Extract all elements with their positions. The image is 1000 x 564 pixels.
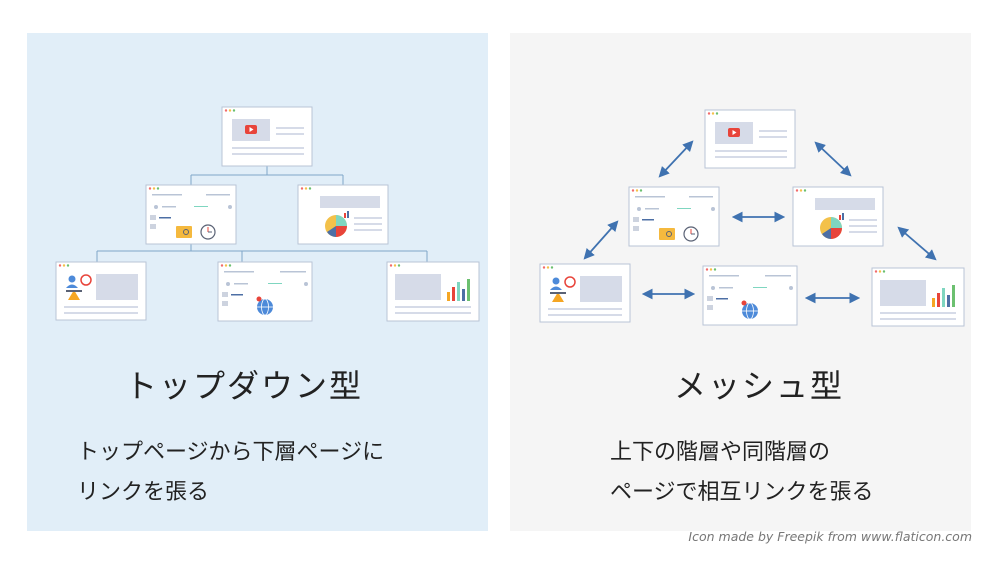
top-down-title: トップダウン型 [125, 367, 364, 405]
top-down-diagram [55, 106, 480, 322]
bottom-page-card-2 [217, 261, 313, 322]
lower-page-card-1 [145, 184, 237, 245]
mesh-bottom-left-card [539, 263, 631, 323]
globe-icon [741, 300, 758, 320]
mesh-middle-left-card [628, 186, 720, 247]
pie-chart-icon [820, 217, 842, 239]
top-down-description-line-1: トップページから下層ページに [77, 440, 385, 465]
mesh-panel: メッシュ型 上下の階層や同階層の ページで相互リンクを張る [510, 33, 971, 531]
mesh-top-card [704, 109, 796, 169]
person-icon [550, 276, 576, 302]
lower-page-card-2 [297, 184, 389, 245]
bottom-page-card-3 [386, 261, 480, 322]
arrow-top-right [814, 141, 852, 177]
mesh-middle-right-card [792, 186, 884, 247]
mesh-bottom-middle-card [702, 265, 798, 326]
bar-chart-icon [447, 279, 470, 301]
top-page-card [221, 106, 313, 167]
mesh-arrows [583, 140, 937, 304]
person-icon [66, 274, 92, 300]
arrow-left [583, 220, 619, 260]
mesh-title: メッシュ型 [674, 367, 845, 405]
mesh-description-line-2: ページで相互リンクを張る [610, 480, 874, 505]
mesh-description-line-1: 上下の階層や同階層の [610, 440, 831, 465]
arrow-right [897, 226, 937, 261]
pie-chart-icon [325, 215, 347, 237]
top-down-panel: トップダウン型 トップページから下層ページに リンクを張る [27, 33, 488, 531]
top-down-description-line-2: リンクを張る [77, 480, 210, 505]
tree-connectors [96, 166, 428, 262]
bar-chart-icon [932, 285, 955, 307]
icon-credit: Icon made by Freepik from www.flaticon.c… [688, 529, 972, 544]
globe-icon [256, 296, 273, 316]
mesh-bottom-right-card [871, 267, 965, 327]
arrow-top-left [658, 140, 694, 178]
mesh-diagram [539, 109, 965, 327]
bottom-page-card-1 [55, 261, 147, 321]
